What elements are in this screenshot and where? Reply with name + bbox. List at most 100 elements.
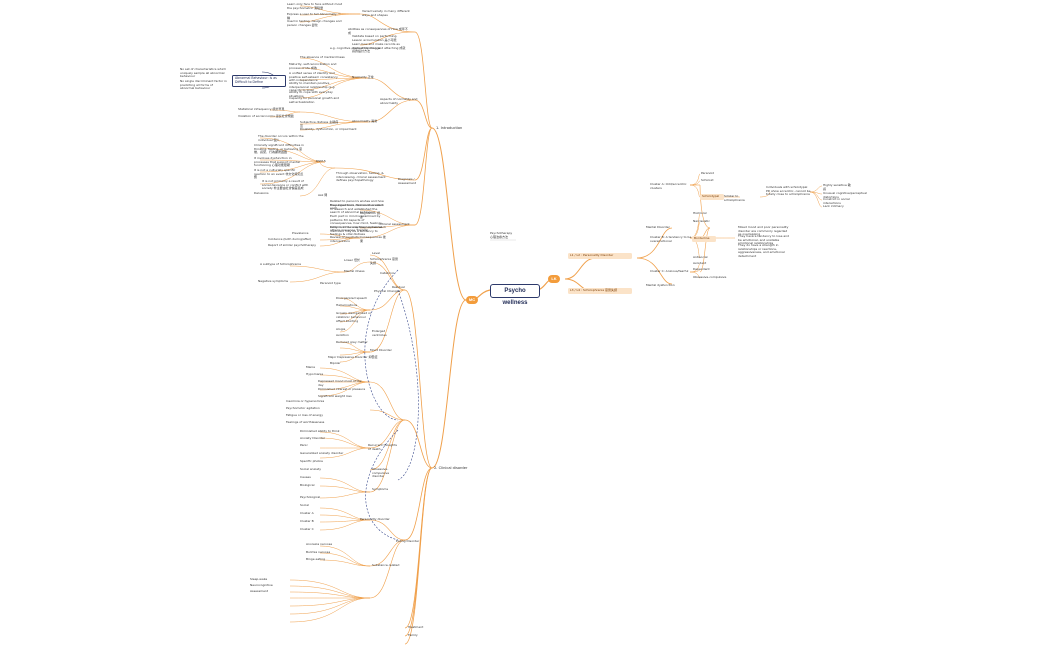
disorder-note[interactable]: Cluster C <box>300 527 314 531</box>
intro-note[interactable]: Regulation 調節 <box>360 211 380 219</box>
disorder-note[interactable]: Anorexia nervosa <box>306 542 333 546</box>
intro-note[interactable]: Validate based on performing, Lesson acc… <box>352 34 398 42</box>
disorder-note[interactable]: Sleep-wake <box>250 577 268 581</box>
disorder-note[interactable]: Bulimia nervosa <box>306 550 331 554</box>
intro-note[interactable]: Statistical infrequency 統計罕見 <box>238 107 285 111</box>
intro-note[interactable]: Diagnosis / Assessment <box>398 177 416 185</box>
disorder-note[interactable]: Psychomotor agitation <box>286 406 320 410</box>
disorder-note[interactable]: A subtype of Schizophrenia <box>260 262 301 266</box>
disorder-note[interactable]: Specific phobia <box>300 459 323 463</box>
intro-note[interactable]: Report of similar psychotherapy <box>268 243 317 247</box>
disorder-note[interactable]: Hallucinations <box>336 303 358 307</box>
disorder-note[interactable]: Bipolar <box>330 361 341 365</box>
disorder-note[interactable]: Social <box>300 503 309 507</box>
intro-note[interactable]: DSM-5 <box>316 159 326 163</box>
schizotypal-desc[interactable]: Similar to schizophrenia <box>724 194 745 202</box>
disorder-note[interactable]: Hypomania <box>306 372 324 376</box>
disorder-note[interactable]: Biological <box>300 483 315 487</box>
disorder-note[interactable]: Fatigue or loss of energy <box>286 413 323 417</box>
disorder-note[interactable]: Diminished ability to think <box>300 429 340 433</box>
cluster-c-item[interactable]: Dependent <box>693 267 710 271</box>
disorder-note[interactable]: Paranoid type <box>320 281 341 285</box>
intro-note[interactable]: Violation of social norms 違反社會規範 <box>238 114 294 118</box>
branch-schizophrenia[interactable]: L3 / L4 : Schizophrenia 思覺失調 <box>568 288 632 294</box>
disorder-note[interactable]: Assessment <box>250 589 268 593</box>
disorder-note[interactable]: Level <box>372 251 380 255</box>
cluster-c-label[interactable]: Cluster C: Anxious/fearful <box>650 269 689 273</box>
disorder-note[interactable]: Symptoms <box>372 487 389 491</box>
mental-dysfunction-label[interactable]: Mental dysfunction <box>646 283 675 287</box>
disorder-note[interactable]: Mood Disorder <box>370 348 392 352</box>
disorder-note[interactable]: Cluster A <box>300 511 314 515</box>
right-branch-badge[interactable]: LK <box>548 275 560 283</box>
intro-note[interactable]: The disorder occurs within the individua… <box>258 134 304 142</box>
schizotypal-detail[interactable]: Individuals with schizotypal PD show ecc… <box>766 185 811 197</box>
disorder-note[interactable]: Eating Disorder <box>396 539 420 543</box>
borderline-note[interactable]: Mixed mood and poor personality disorder… <box>738 225 789 237</box>
disorder-note[interactable]: Mania <box>306 365 315 369</box>
disorder-note[interactable]: Enlarged ventricles <box>372 329 387 337</box>
branch-clinical-disorder[interactable]: 2. Clinical disorder <box>434 466 468 470</box>
disorder-note[interactable]: Reduced grey matter <box>336 340 368 344</box>
disorder-note[interactable]: Anxiety Disorder <box>300 436 326 440</box>
borderline-note[interactable]: They do have a strength in relationships… <box>738 243 785 258</box>
intro-note[interactable]: Subjective distress 主觀痛苦 <box>300 120 339 128</box>
disorder-note[interactable]: Obsessive-compulsive disorder <box>372 467 390 479</box>
intro-note[interactable]: Ability to maintain positive interperson… <box>289 81 336 93</box>
intro-note[interactable]: e.g. cognitive / behaviour change <box>330 46 381 50</box>
intro-note[interactable]: Related to person's wishes and how they … <box>330 199 384 211</box>
disorder-note[interactable]: Grossly disorganized or catatonic behavi… <box>336 311 372 319</box>
intro-note[interactable]: Normality 正常 <box>352 75 374 79</box>
disorder-note[interactable]: Negative symptoms <box>258 279 289 283</box>
disorder-note[interactable]: Catatonic <box>380 271 395 275</box>
disorder-note[interactable]: Neurocognitive <box>250 583 273 587</box>
disorder-note[interactable]: Panic <box>300 443 308 447</box>
disorder-note[interactable]: Affect blunting <box>336 319 359 323</box>
intro-note[interactable]: Clinical assessment <box>380 222 410 226</box>
intro-note[interactable]: A unified sense of identity and positive… <box>289 71 338 83</box>
cluster-b-label[interactable]: Cluster B: A tendency to be overemotiona… <box>650 235 692 243</box>
schizotypal-point[interactable]: Unusual cognitive/perceptual distortions <box>823 191 867 199</box>
cluster-b-item[interactable]: Histrionic <box>693 211 708 215</box>
cluster-a-item[interactable]: Schizoid <box>701 178 714 182</box>
intro-note[interactable]: Prevalence <box>292 231 309 235</box>
intro-note[interactable]: Delusions <box>254 191 269 195</box>
intro-note[interactable]: Clinically significant difficulties in t… <box>254 143 304 155</box>
disorder-note[interactable]: Treatment <box>408 625 424 629</box>
intro-note[interactable]: Review of psychotic interventions <box>330 235 360 243</box>
mental-disorder-label[interactable]: Mental Disorder <box>646 225 670 229</box>
schizotypal-point[interactable]: Highly sensitive 敏感 <box>823 183 851 191</box>
intro-note[interactable]: Capacity for personal growth and self-ac… <box>289 96 340 104</box>
abnormal-behaviour-box[interactable]: Abnormal Behaviour: Is as Difficult to D… <box>232 75 286 87</box>
intro-note[interactable]: Used in testing, design changes and pers… <box>287 19 342 27</box>
disorder-note[interactable]: Schizophrenia 思覺失調 <box>370 257 399 265</box>
disorder-note[interactable]: Disorganized speech <box>336 296 368 300</box>
cluster-a-label[interactable]: Cluster A: Odd/eccentric clusters <box>650 182 687 190</box>
intro-note[interactable]: Disability, dysfunction, or impairment <box>300 127 357 131</box>
schizotypal-point[interactable]: Constrict in social interactions <box>823 197 850 205</box>
disorder-note[interactable]: Depressed mood most of the day <box>318 379 362 387</box>
branch-personality-disorder[interactable]: L1 / L2 : Personality Disorder <box>568 253 632 259</box>
intro-note[interactable]: No single discriminant factor in predict… <box>180 79 227 91</box>
disorder-note[interactable]: Family <box>408 633 418 637</box>
intro-note[interactable]: It is not primarily a result of social d… <box>262 179 309 191</box>
intro-note[interactable]: Consequences 後果 <box>360 235 386 243</box>
intro-note[interactable]: It involves dysfunction in processes tha… <box>254 156 300 168</box>
disorder-note[interactable]: Recurrent thoughts of death <box>368 443 397 451</box>
cluster-b-item[interactable]: Antisocial <box>693 255 708 259</box>
cluster-c-item[interactable]: Obsessive-compulsive <box>693 275 727 279</box>
intro-note[interactable]: Developed from clinical observation in r… <box>330 203 385 215</box>
intro-note[interactable]: Aspects of normality and abnormality <box>380 97 418 105</box>
intro-note[interactable]: Through observation, testing, & intervie… <box>336 171 386 183</box>
cluster-a-item[interactable]: Paranoid <box>701 171 715 175</box>
intro-note[interactable]: Maturity, self-reconciliation and proces… <box>289 62 337 70</box>
disorder-note[interactable]: Feelings of worthlessness <box>286 420 325 424</box>
disorder-note[interactable]: Significant weight loss <box>318 394 352 398</box>
intro-note[interactable]: Incidence (both during/after) <box>268 237 312 241</box>
intro-note[interactable]: The absence of mental illness <box>300 55 345 59</box>
disorder-note[interactable]: Diminished interest or pleasure <box>318 387 366 391</box>
intro-note[interactable]: Each part in mind is examined by pattern… <box>330 214 387 233</box>
disorder-note[interactable]: Mental illness <box>344 269 365 273</box>
intro-note[interactable]: No set of characteristics which uniquely… <box>180 67 227 79</box>
intro-note[interactable]: It is not a culturally specific reaction… <box>254 168 304 180</box>
